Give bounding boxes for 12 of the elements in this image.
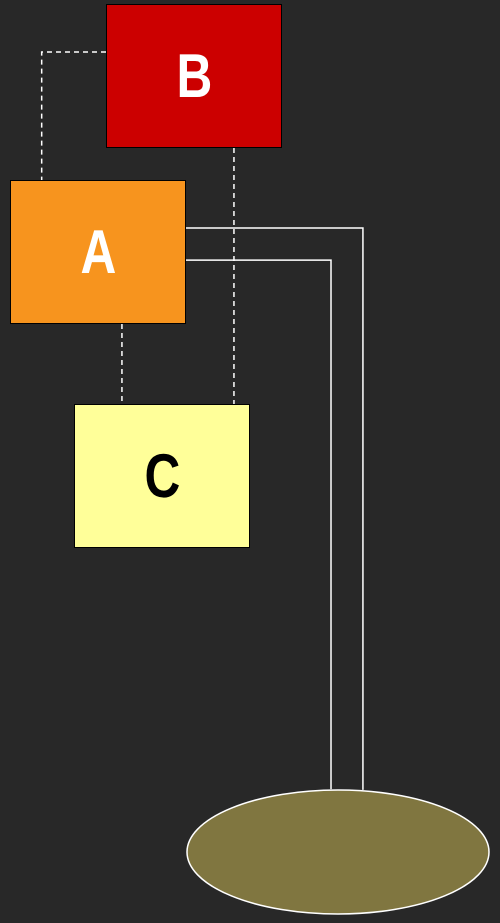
process-box [10,180,186,324]
box-label: B [176,40,212,112]
box-label: A [80,216,116,288]
connector-line [233,148,235,404]
connector-line [186,259,332,790]
box-label: C [144,440,180,512]
connector-line [186,227,364,790]
process-box [106,4,282,148]
connector-line [121,324,123,404]
ellipse-shape [186,789,490,915]
process-box [74,404,250,548]
connector-line [40,51,106,180]
